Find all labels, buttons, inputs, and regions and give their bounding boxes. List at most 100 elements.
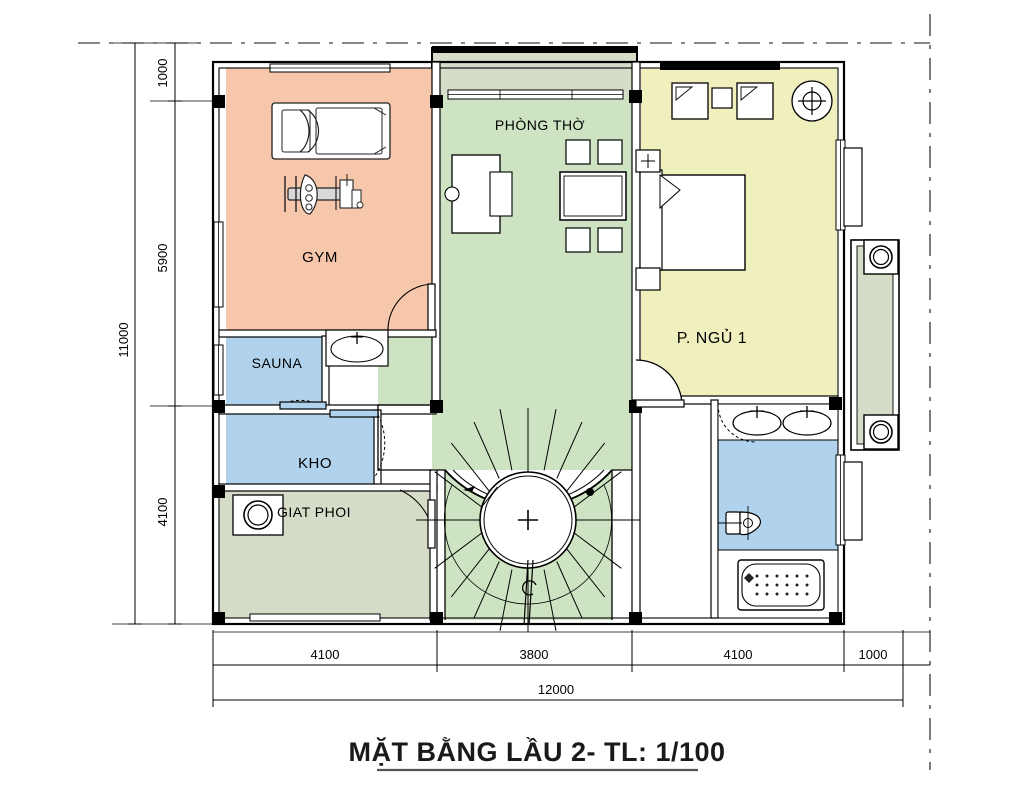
window-bath-east-frame bbox=[843, 461, 863, 541]
windows bbox=[213, 63, 900, 622]
door-gym-swing bbox=[387, 283, 435, 331]
bench-hole-1 bbox=[305, 184, 313, 192]
dim-left-1000: 1000 bbox=[155, 59, 170, 88]
stair-break-line-2 bbox=[528, 559, 534, 626]
column-n-mid2 bbox=[629, 90, 642, 103]
room-label-kho: KHO bbox=[298, 455, 332, 472]
balcony-post-bot-outer bbox=[869, 420, 893, 444]
altar-lamp bbox=[444, 186, 460, 202]
stair-guide-arc-left bbox=[443, 484, 529, 605]
column-s-mid2 bbox=[629, 612, 642, 625]
door-bedroom-fill bbox=[636, 360, 682, 406]
washing-machine-icon bbox=[232, 494, 284, 536]
treadmill-console bbox=[281, 109, 311, 153]
tub-inner bbox=[741, 563, 821, 607]
nightstand-bottom bbox=[635, 267, 661, 291]
bathtub-icon bbox=[737, 559, 825, 611]
stair-arrow-up bbox=[463, 486, 475, 492]
bed-headboard bbox=[639, 169, 663, 271]
fill-sauna bbox=[226, 336, 329, 408]
bench-hole-2 bbox=[305, 194, 313, 202]
balcony-post-top-box bbox=[863, 239, 899, 275]
room-label-gym: GYM bbox=[302, 249, 338, 266]
door-sauna-swing bbox=[279, 399, 326, 409]
stair-direction-curl bbox=[521, 580, 537, 596]
worship-stool-bl bbox=[565, 227, 591, 253]
washer-drum-inner bbox=[247, 504, 269, 526]
title-block: MẶT BẰNG LẦU 2- TL: 1/100 bbox=[348, 736, 725, 772]
column-nw bbox=[212, 95, 225, 108]
column-e-low bbox=[829, 397, 842, 410]
spiral-staircase bbox=[416, 408, 640, 632]
column-n-mid1 bbox=[430, 95, 443, 108]
armchair-left-cushion bbox=[675, 86, 694, 101]
dim-bottom-4100-left: 4100 bbox=[311, 647, 340, 662]
dim-bottom-4100-right: 4100 bbox=[724, 647, 753, 662]
tub-drain bbox=[744, 573, 754, 583]
armchair-right-cushion bbox=[740, 86, 759, 101]
dimensions-bottom bbox=[212, 630, 930, 707]
door-bedroom-leaf bbox=[635, 399, 685, 408]
wall-bath-west bbox=[710, 399, 719, 619]
balcony-post-bot-box bbox=[863, 414, 899, 450]
balcony-post-top-inner bbox=[872, 248, 890, 266]
tub-dots bbox=[755, 574, 809, 596]
column-s-mid1 bbox=[430, 612, 443, 625]
dim-bottom-1000: 1000 bbox=[859, 647, 888, 662]
wall-sauna-kho bbox=[218, 404, 437, 415]
dimensions-left bbox=[112, 42, 213, 625]
stair-guide-arc-right bbox=[527, 484, 613, 605]
altar-console-ext bbox=[489, 171, 513, 217]
dim-left-5900: 5900 bbox=[155, 244, 170, 273]
drawing-title: MẶT BẰNG LẦU 2- TL: 1/100 bbox=[348, 736, 725, 767]
bench-pad bbox=[351, 189, 362, 209]
treadmill-handle-l bbox=[299, 109, 310, 153]
centerline-group bbox=[78, 14, 931, 770]
room-label-sauna: SAUNA bbox=[252, 355, 303, 371]
stair-start-dot bbox=[586, 488, 595, 496]
weight-bench-icon bbox=[284, 174, 364, 215]
sink-icon bbox=[325, 329, 389, 367]
dimension-text-bottom: 4100 3800 4100 1000 12000 bbox=[311, 647, 888, 697]
balcony-post-bot-inner bbox=[872, 423, 890, 441]
room-label-giat-phoi: GIAT PHOI bbox=[277, 504, 351, 520]
side-table bbox=[711, 87, 733, 109]
worship-table-inner bbox=[563, 175, 623, 217]
door-bath-swing bbox=[717, 403, 757, 443]
column-se bbox=[829, 612, 842, 625]
worship-stool-tl bbox=[565, 139, 591, 165]
worship-furniture bbox=[444, 139, 627, 253]
stair-center-crosshair bbox=[518, 510, 538, 530]
wall-hall-bath bbox=[631, 399, 641, 625]
worship-stool-tr bbox=[597, 139, 623, 165]
wall-hall-nook bbox=[377, 404, 432, 471]
wall-gym-corridor bbox=[431, 61, 441, 409]
column-w-mid bbox=[212, 400, 225, 413]
balcony-post-top-outer bbox=[869, 245, 893, 269]
fill-top-balcony bbox=[432, 47, 637, 95]
columns bbox=[212, 90, 842, 625]
window-bedroom-east-frame bbox=[843, 147, 863, 227]
dim-left-11000: 11000 bbox=[116, 322, 131, 357]
treadmill-icon bbox=[271, 102, 391, 160]
gym-equipment bbox=[271, 102, 391, 215]
dim-bottom-12000: 12000 bbox=[538, 682, 574, 697]
window-giat-south bbox=[249, 613, 381, 622]
bed-pillow bbox=[659, 174, 681, 210]
bench-hole-3 bbox=[305, 203, 313, 211]
toilet-icon bbox=[718, 506, 761, 540]
room-labels: GYM SAUNA KHO GIAT PHOI PHÒNG THỜ P. NGỦ… bbox=[252, 117, 747, 520]
wall-top-cap bbox=[432, 47, 637, 53]
door-sauna-leaf bbox=[279, 401, 327, 410]
stair-treads bbox=[416, 408, 640, 632]
column-w-low bbox=[212, 485, 225, 498]
room-label-p-ngu-1: P. NGỦ 1 bbox=[677, 328, 747, 347]
dim-bottom-3800: 3800 bbox=[520, 647, 549, 662]
dimension-text-left: 11000 1000 5900 4100 bbox=[116, 59, 170, 527]
room-label-phong-tho: PHÒNG THỜ bbox=[495, 117, 585, 133]
door-gym-leaf bbox=[427, 283, 436, 331]
fill-kho bbox=[226, 414, 381, 486]
column-c-mid bbox=[430, 400, 443, 413]
